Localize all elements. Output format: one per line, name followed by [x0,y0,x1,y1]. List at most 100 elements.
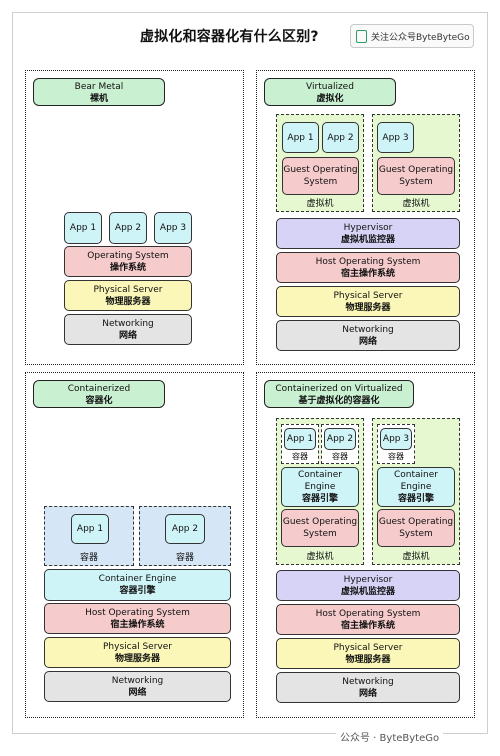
box-zh: 操作系统 [109,262,146,273]
container-caption: 容器 [292,452,308,461]
box-zh: 网络 [358,336,377,347]
app-label: App 3 [159,223,187,233]
containerized-on-virtualized-panel [256,372,475,718]
app-label: App 3 [382,434,410,444]
box-zh: 物理服务器 [105,296,151,307]
box-zh: 宿主操作系统 [340,620,395,631]
box-en: Guest Operating System [378,517,454,539]
label-en: Containerized on Virtualized [275,384,403,394]
box-en: Container Engine [298,470,342,492]
vm-caption: 虚拟机 [306,552,334,562]
app-box: App 3 [380,428,412,450]
app-box: App 3 [154,212,192,244]
app-label: App 1 [287,132,314,143]
box-zh: 网络 [128,687,147,698]
follow-badge: 关注公众号ByteByteGo [350,24,474,48]
box-zh: 物理服务器 [114,653,160,664]
box-en: Operating System [87,250,169,261]
label-zh: 容器化 [85,396,113,406]
box-zh: 虚拟机监控器 [340,234,395,245]
guest-os-box: Guest Operating System [282,157,359,195]
container-engine-box: Container Engine 容器引擎 [281,467,359,507]
app-label: App 1 [69,223,97,233]
box-en: Container Engine [394,470,438,492]
app-box: App 2 [324,428,356,450]
app-label: App 2 [326,434,354,444]
bare-metal-label: Bear Metal 裸机 [33,78,165,106]
vm-caption: 虚拟机 [306,199,334,209]
app-box: App 1 [71,514,109,544]
box-en: Networking [342,676,394,687]
virtualized-panel [256,70,475,365]
app-label: App 2 [114,223,142,233]
label-zh: 虚拟化 [316,94,344,104]
box-en: Guest Operating System [283,165,358,187]
box-en: Guest Operating System [282,517,358,539]
wechat-icon [356,30,367,43]
page-title: 虚拟化和容器化有什么区别? [140,29,319,45]
box-en: Physical Server [93,284,163,295]
box-zh: 物理服务器 [345,302,391,313]
box-en: Networking [342,324,394,335]
label-en: Bear Metal [74,82,124,92]
app-box: App 2 [109,212,147,244]
container-engine-box: Container Engine 容器引擎 [377,467,455,507]
app-box: App 1 [282,122,319,153]
container-caption: 容器 [79,553,98,563]
container-caption: 容器 [388,452,404,461]
box-en: Host Operating System [315,608,421,619]
box-en: Networking [111,675,164,686]
box-en: Hypervisor [343,574,393,585]
app-label: App 2 [171,524,199,534]
box-en: Physical Server [103,641,172,652]
box-en: Physical Server [333,290,403,301]
label-en: Containerized [67,384,131,394]
app-box: App 2 [165,514,205,544]
badge-text: 关注公众号ByteByteGo [371,32,470,43]
label-zh: 裸机 [89,94,108,104]
guest-os-box: Guest Operating System [377,157,455,195]
vm-caption: 虚拟机 [402,199,430,209]
containerized-panel [25,372,244,718]
box-en: Hypervisor [343,222,393,233]
box-zh: 宿主操作系统 [340,268,395,279]
guest-os-box: Guest Operating System [377,509,455,547]
container-caption: 容器 [332,452,348,461]
guest-os-box: Guest Operating System [281,509,359,547]
app-label: App 3 [382,132,409,143]
app-label: App 1 [76,524,104,534]
box-zh: 网络 [358,688,377,699]
containerized-label: Containerized 容器化 [33,380,165,408]
app-label: App 1 [286,434,314,444]
box-zh: 网络 [118,330,137,341]
box-en: Container Engine [98,574,177,584]
container-caption: 容器 [175,553,194,563]
box-zh: 容器引擎 [301,494,338,504]
app-box: App 1 [64,212,102,244]
box-en: Host Operating System [85,607,190,618]
app-label: App 2 [327,132,354,143]
box-en: Physical Server [333,642,403,653]
box-en: Networking [102,318,154,329]
box-zh: 物理服务器 [345,654,391,665]
box-zh: 容器引擎 [397,494,434,504]
box-en: Guest Operating System [378,165,454,187]
box-zh: 虚拟机监控器 [340,586,395,597]
app-box: App 2 [322,122,359,153]
footer-watermark: 公众号 · ByteByteGo [336,729,444,744]
